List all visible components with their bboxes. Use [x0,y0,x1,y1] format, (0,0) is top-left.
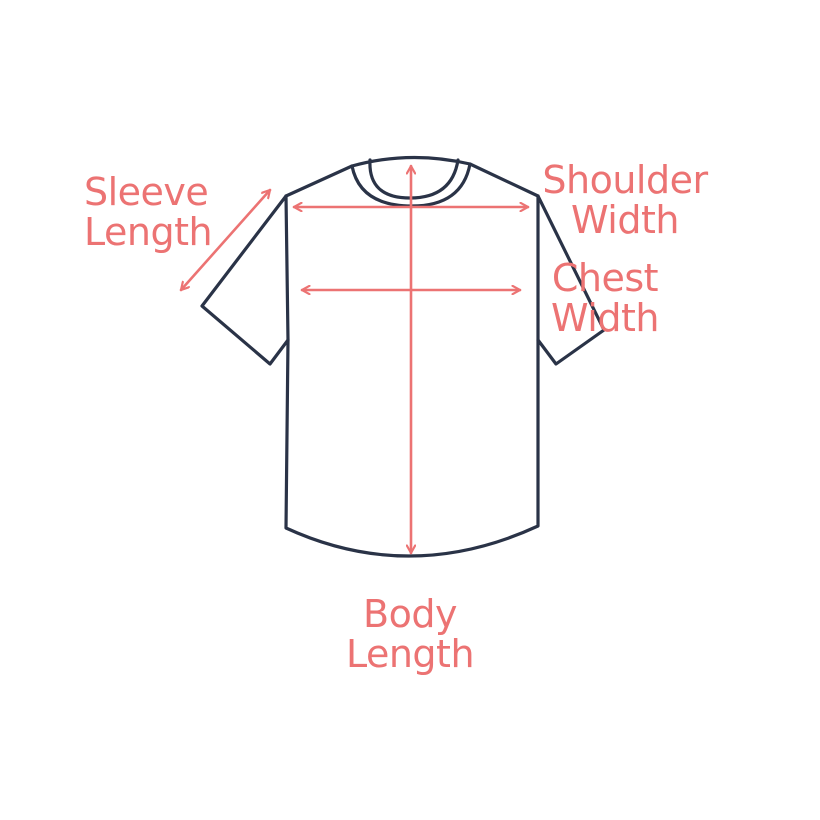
body-length-label: Body Length [330,594,490,674]
shoulder-width-label: Shoulder Width [540,160,710,240]
sleeve-length-arrow [179,188,272,292]
body-label-line1: Body [363,592,457,636]
shirt-body-outline [200,155,606,558]
chest-width-label: Chest Width [546,258,664,338]
collar-inner-outline [368,158,460,200]
shoulder-label-line2: Width [571,198,679,242]
left-sleeve-seam [284,194,290,342]
body-label-line2: Length [345,632,475,676]
chest-label-line1: Chest [551,256,659,300]
sleeve-length-label: Sleeve Length [84,170,213,254]
chest-label-line2: Width [551,296,659,340]
sleeve-label-line2: Length [84,210,213,254]
shoulder-label-line1: Shoulder [542,158,708,202]
sleeve-label-line1: Sleeve [84,170,209,214]
